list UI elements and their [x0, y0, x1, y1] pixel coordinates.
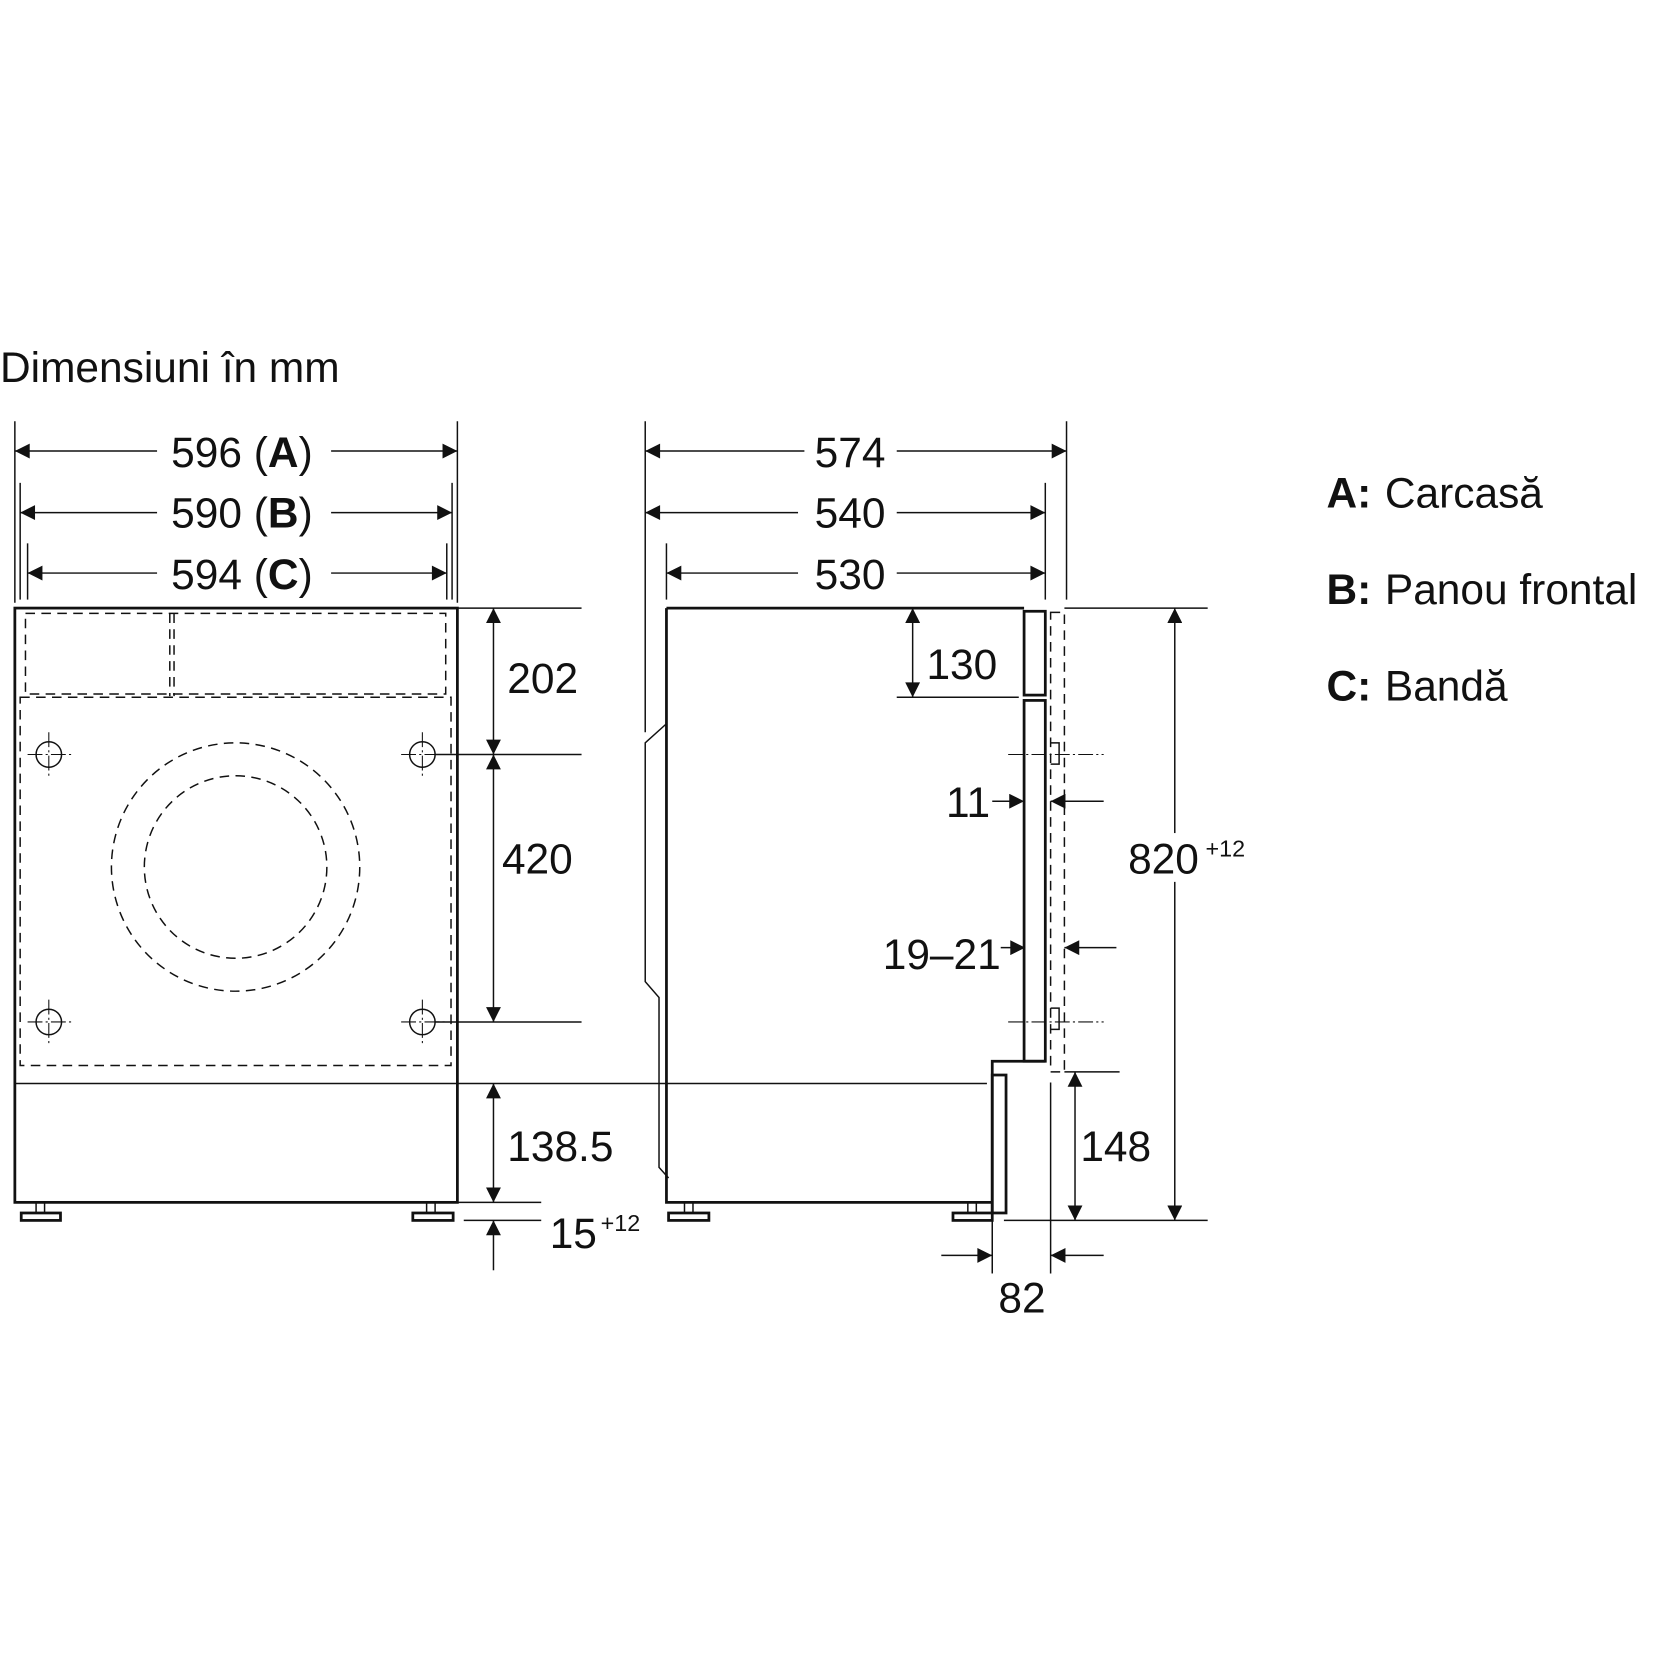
dim-plinth: 138.5 — [507, 1123, 613, 1170]
door-outer-circle — [110, 742, 361, 992]
legend-key-c: C: — [1327, 662, 1372, 709]
dim-top-panel: 202 — [507, 655, 578, 702]
feet — [19, 1201, 455, 1222]
legend-label-b: Panou frontal — [1385, 566, 1637, 613]
dim-depth-body: 530 — [815, 551, 886, 598]
dim-width-b: 590 (B) — [171, 489, 313, 536]
dim-feet: 15 — [550, 1210, 597, 1257]
legend-label-c: Bandă — [1385, 662, 1508, 709]
dim-feet-tolerance: +12 — [601, 1210, 641, 1236]
legend-key-a: A: — [1327, 469, 1372, 516]
dim-recess: 82 — [998, 1275, 1045, 1322]
mounting-holes — [27, 732, 446, 1046]
dim-depth-total: 574 — [815, 429, 886, 476]
dim-gap: 11 — [946, 779, 990, 826]
dim-panel-thickness: 19–21 — [883, 931, 1001, 978]
dim-height: 820 — [1128, 835, 1199, 882]
dim-height-tolerance: +12 — [1206, 835, 1246, 861]
dim-hole-spacing: 420 — [502, 835, 573, 882]
side-view: 574 540 530 130 11 19–21 820 +12 148 82 — [644, 421, 1258, 1322]
dim-depth-with-panel: 540 — [815, 489, 886, 536]
legend-label-a: Carcasă — [1385, 469, 1543, 516]
legend-key-b: B: — [1327, 566, 1372, 613]
dim-width-a: 596 (A) — [171, 429, 313, 476]
drawing-title: Dimensiuni în mm — [0, 344, 340, 391]
legend: A: Carcasă B: Panou frontal C: Bandă — [1327, 469, 1638, 709]
dim-width-c: 594 (C) — [171, 551, 313, 598]
dim-plinth-height: 148 — [1080, 1123, 1151, 1170]
dim-top-offset: 130 — [926, 641, 997, 688]
side-feet — [667, 1201, 994, 1222]
door-inner-circle — [143, 775, 328, 960]
front-view: 596 (A) 590 (B) 594 (C) 202 420 138.5 15… — [13, 421, 987, 1271]
